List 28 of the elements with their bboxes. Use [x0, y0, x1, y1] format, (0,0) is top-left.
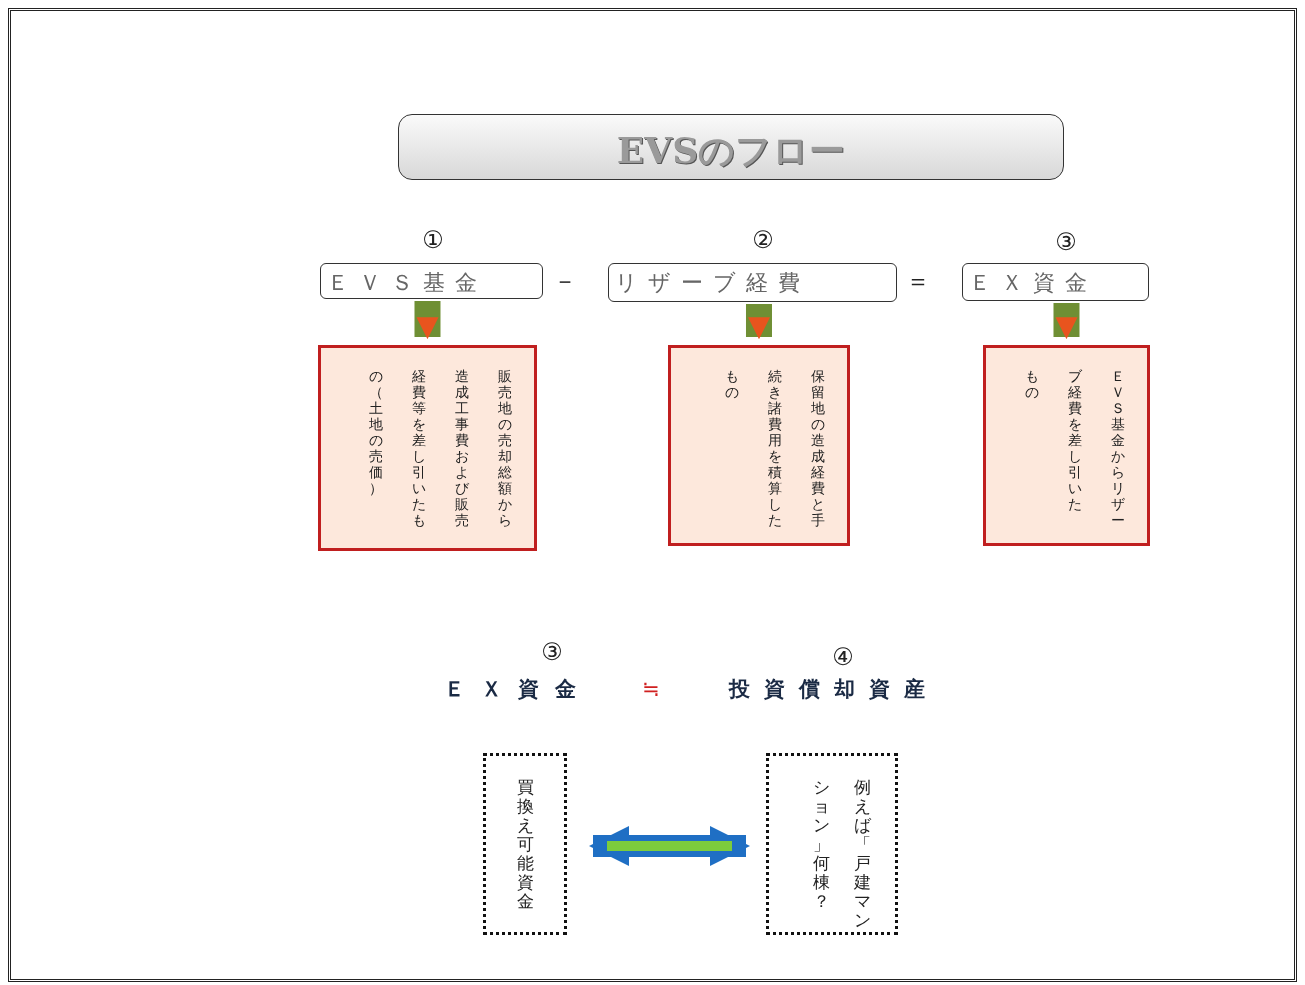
term-label: ＥＸ資金 — [444, 676, 592, 703]
description-box — [983, 345, 1150, 546]
term-box — [320, 263, 543, 299]
circled-number: ① — [422, 226, 444, 254]
circled-number: ② — [752, 226, 774, 254]
dotted-box — [766, 753, 898, 935]
node-text: ＥＸ資金 — [969, 269, 1097, 297]
circled-number: ③ — [541, 638, 563, 666]
minus-sign: － — [553, 266, 577, 297]
approx-equal-sign: ≒ — [642, 677, 660, 701]
node-text: ＥＶＳ基金からリザーブ経費を差し引いたもの — [1025, 368, 1125, 528]
node-text: EVSのフロー — [615, 128, 847, 173]
node-text: 保留地の造成経費と手続き諸費用を積算したもの — [725, 368, 825, 528]
term-label: 投資償却資産 — [729, 676, 939, 703]
node-text: リザーブ経費 — [615, 269, 810, 297]
equals-sign: ＝ — [906, 266, 930, 297]
node-text: 買換え可能資金 — [517, 778, 534, 911]
term-box — [608, 263, 897, 302]
dotted-box — [483, 753, 567, 935]
description-box — [668, 345, 850, 546]
node-text: 例えば「戸建マンション」何棟？ — [813, 778, 871, 930]
node-text: ＥＶＳ基金 — [327, 269, 487, 297]
description-box — [318, 345, 537, 551]
circled-number: ③ — [1055, 228, 1077, 256]
node-text: 販売地の売却総額から造成工事費および販売経費等を差し引いたもの（土地の売価） — [369, 368, 512, 528]
title-box — [398, 114, 1064, 180]
term-box — [962, 263, 1149, 301]
circled-number: ④ — [832, 643, 854, 671]
